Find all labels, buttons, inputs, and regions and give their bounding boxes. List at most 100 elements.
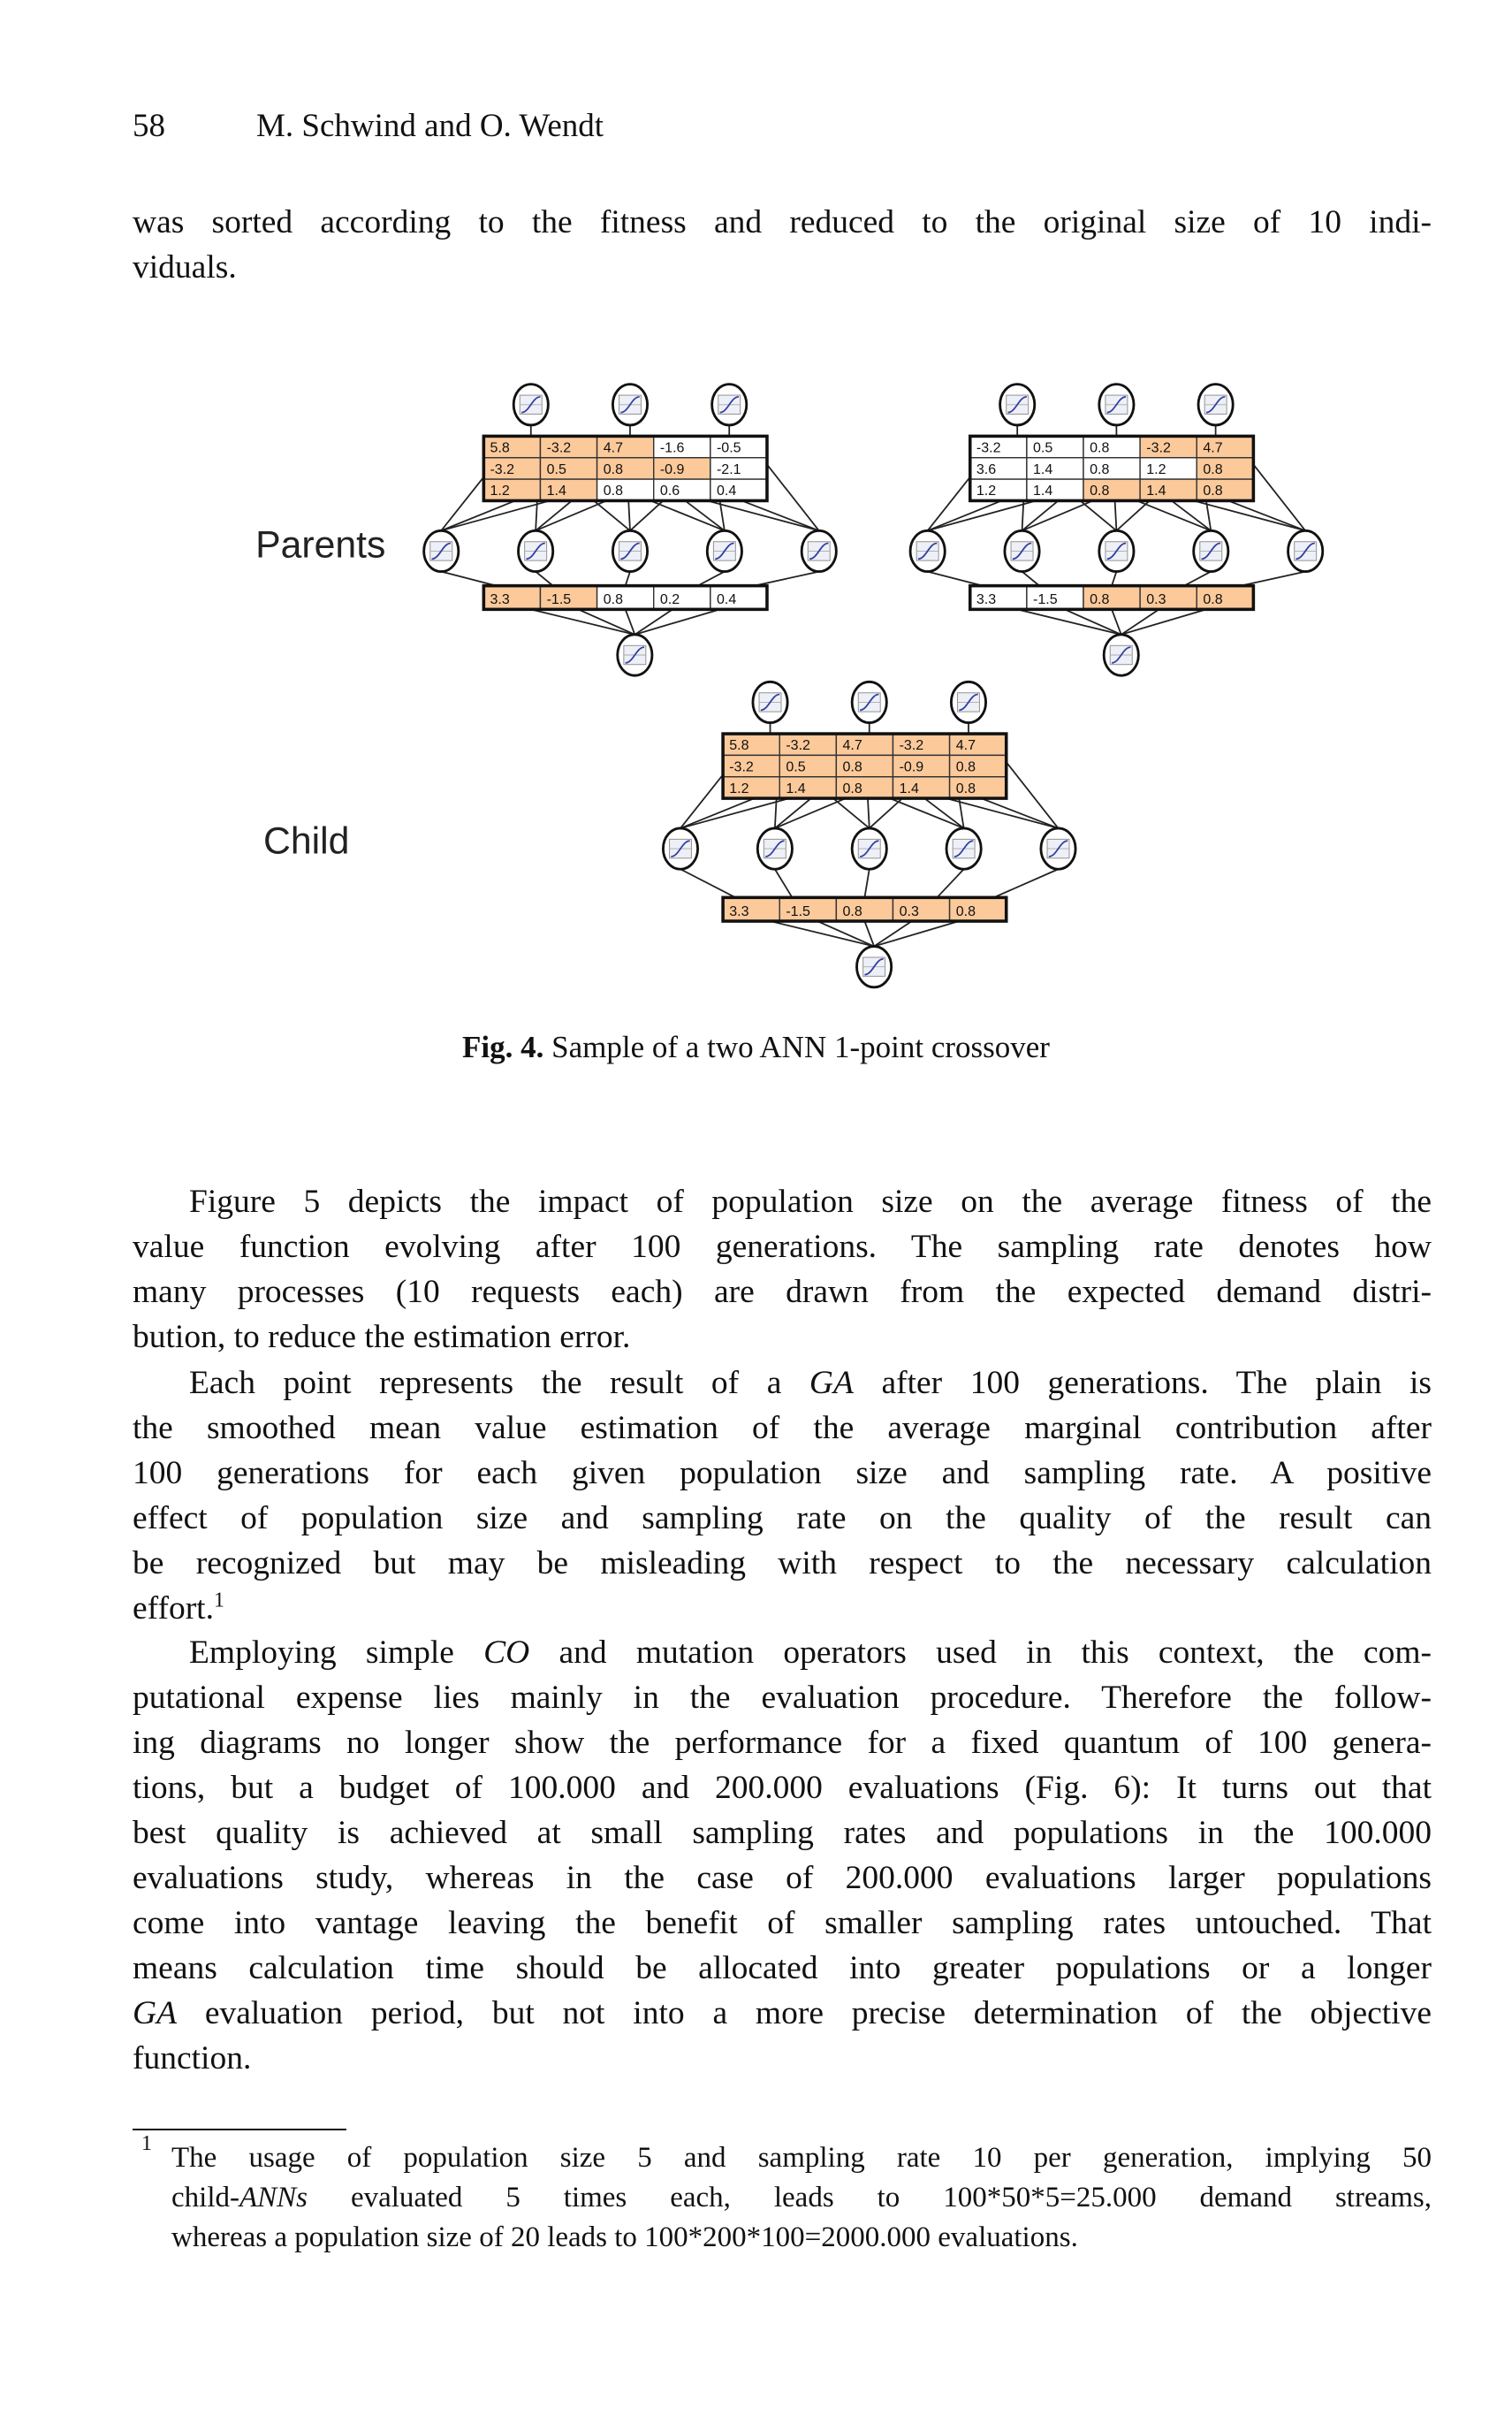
text-segment: Figure 5 depicts the impact of populatio… — [189, 1184, 1432, 1220]
weight-cell — [710, 478, 768, 502]
neuron-sigmoid-icon — [1102, 633, 1140, 677]
weight-value: -3.2 — [729, 759, 754, 775]
weight-value: 0.5 — [786, 759, 805, 775]
weight-value: 1.4 — [1033, 483, 1052, 499]
text-line: Figure 5 depicts the impact of populatio… — [133, 1179, 1432, 1224]
weight-value: 0.8 — [956, 903, 976, 919]
text-segment: whereas a population size of 20 leads to… — [171, 2221, 1078, 2253]
text-segment: value function evolving after 100 genera… — [133, 1229, 1432, 1265]
text-segment: after 100 generations. The plain is — [853, 1365, 1432, 1401]
neuron-sigmoid-icon — [751, 680, 789, 725]
weight-value: -3.2 — [976, 440, 1001, 456]
text-line: putational expense lies mainly in the ev… — [133, 1675, 1432, 1720]
text-segment: GA — [809, 1365, 854, 1401]
text-line: Employing simple CO and mutation operato… — [133, 1630, 1432, 1675]
neuron-sigmoid-icon — [705, 529, 743, 574]
neuron-sigmoid-icon — [756, 827, 794, 871]
text-segment: effort. — [133, 1590, 214, 1627]
weight-cell — [722, 896, 780, 922]
weight-value: 0.8 — [1090, 483, 1109, 499]
weight-cell — [779, 896, 838, 922]
text-segment: evaluations study, whereas in the case o… — [133, 1860, 1432, 1896]
text-segment: The usage of population size 5 and sampl… — [171, 2142, 1432, 2174]
neuron-sigmoid-icon — [908, 529, 946, 574]
text-segment: function. — [133, 2040, 252, 2076]
text-line: was sorted according to the fitness and … — [133, 200, 1432, 245]
weight-value: 1.2 — [490, 483, 509, 499]
weight-value: -0.9 — [660, 461, 685, 477]
neuron-sigmoid-icon — [999, 383, 1037, 427]
parents-label: Parents — [255, 524, 385, 567]
weight-value: -3.2 — [786, 737, 810, 753]
figure-caption: Fig. 4. Sample of a two ANN 1-point cros… — [0, 1025, 1512, 1070]
weight-value: 0.8 — [604, 461, 623, 477]
weight-value: 0.8 — [1203, 461, 1222, 477]
text-segment: effect of population size and sampling r… — [133, 1500, 1432, 1536]
text-line: GA evaluation period, but not into a mor… — [133, 1991, 1432, 2036]
weight-value: 0.8 — [842, 781, 862, 796]
neuron-sigmoid-icon — [850, 680, 888, 725]
weight-value: 1.4 — [900, 781, 919, 796]
footnote-number: 1 — [141, 2132, 152, 2155]
text-segment: tions, but a budget of 100.000 and 200.0… — [133, 1770, 1432, 1806]
weight-value: 1.4 — [786, 781, 805, 796]
text-line: viduals. — [133, 245, 1432, 290]
paragraph-1: Figure 5 depicts the impact of populatio… — [133, 1179, 1432, 1360]
neuron-sigmoid-icon — [517, 529, 555, 574]
page-number: 58 — [133, 108, 165, 144]
weight-cell — [892, 776, 951, 799]
weight-value: 1.4 — [547, 483, 566, 499]
weight-value: -2.1 — [717, 461, 741, 477]
weight-cell — [1083, 435, 1141, 459]
text-line: effect of population size and sampling r… — [133, 1496, 1432, 1541]
text-line: the smoothed mean value estimation of th… — [133, 1406, 1432, 1451]
weight-value: 4.7 — [956, 737, 976, 753]
neuron-sigmoid-icon — [616, 633, 654, 677]
footnote-ref: 1 — [213, 1589, 224, 1612]
text-segment: CO — [483, 1634, 530, 1671]
weight-cell — [892, 733, 951, 757]
weight-value: 1.4 — [1146, 483, 1166, 499]
weight-value: 0.8 — [604, 591, 623, 607]
text-segment: best quality is achieved at small sampli… — [133, 1815, 1432, 1851]
weight-value: 3.6 — [976, 461, 996, 477]
text-line: evaluations study, whereas in the case o… — [133, 1855, 1432, 1901]
weight-value: 5.8 — [729, 737, 748, 753]
text-segment: ing diagrams no longer show the performa… — [133, 1725, 1432, 1761]
text-line: bution, to reduce the estimation error. — [133, 1314, 1432, 1360]
neuron-sigmoid-icon — [1003, 529, 1041, 574]
text-segment: evaluation period, but not into a more p… — [177, 1995, 1432, 2031]
text-segment: evaluated 5 times each, leads to 100*50*… — [308, 2182, 1432, 2213]
weight-cell — [482, 584, 542, 611]
neuron-sigmoid-icon — [1197, 383, 1235, 427]
neuron-sigmoid-icon — [611, 529, 650, 574]
weight-value: -0.5 — [717, 440, 741, 456]
weight-value: 0.6 — [660, 483, 680, 499]
neuron-sigmoid-icon — [945, 827, 983, 871]
text-segment: bution, to reduce the estimation error. — [133, 1319, 631, 1355]
text-line: come into vantage leaving the benefit of… — [133, 1901, 1432, 1946]
text-segment: child- — [171, 2182, 239, 2213]
neuron-sigmoid-icon — [661, 827, 700, 871]
text-line: Each point represents the result of a GA… — [133, 1360, 1432, 1406]
weight-cell — [722, 754, 780, 778]
weight-cell — [653, 478, 711, 502]
weight-value: -1.6 — [660, 440, 685, 456]
text-line: tions, but a budget of 100.000 and 200.0… — [133, 1765, 1432, 1810]
weight-cell — [1083, 457, 1141, 480]
weight-value: 3.3 — [729, 903, 748, 919]
weight-value: -1.5 — [547, 591, 572, 607]
text-line: whereas a population size of 20 leads to… — [171, 2218, 1432, 2258]
text-segment: come into vantage leaving the benefit of… — [133, 1905, 1432, 1941]
text-line: many processes (10 requests each) are dr… — [133, 1269, 1432, 1314]
weight-value: 1.2 — [729, 781, 748, 796]
weight-value: 0.4 — [717, 591, 736, 607]
weight-value: 0.8 — [1090, 440, 1109, 456]
neuron-sigmoid-icon — [422, 529, 460, 574]
paragraph-2: Each point represents the result of a GA… — [133, 1360, 1432, 1631]
weight-value: 4.7 — [604, 440, 623, 456]
